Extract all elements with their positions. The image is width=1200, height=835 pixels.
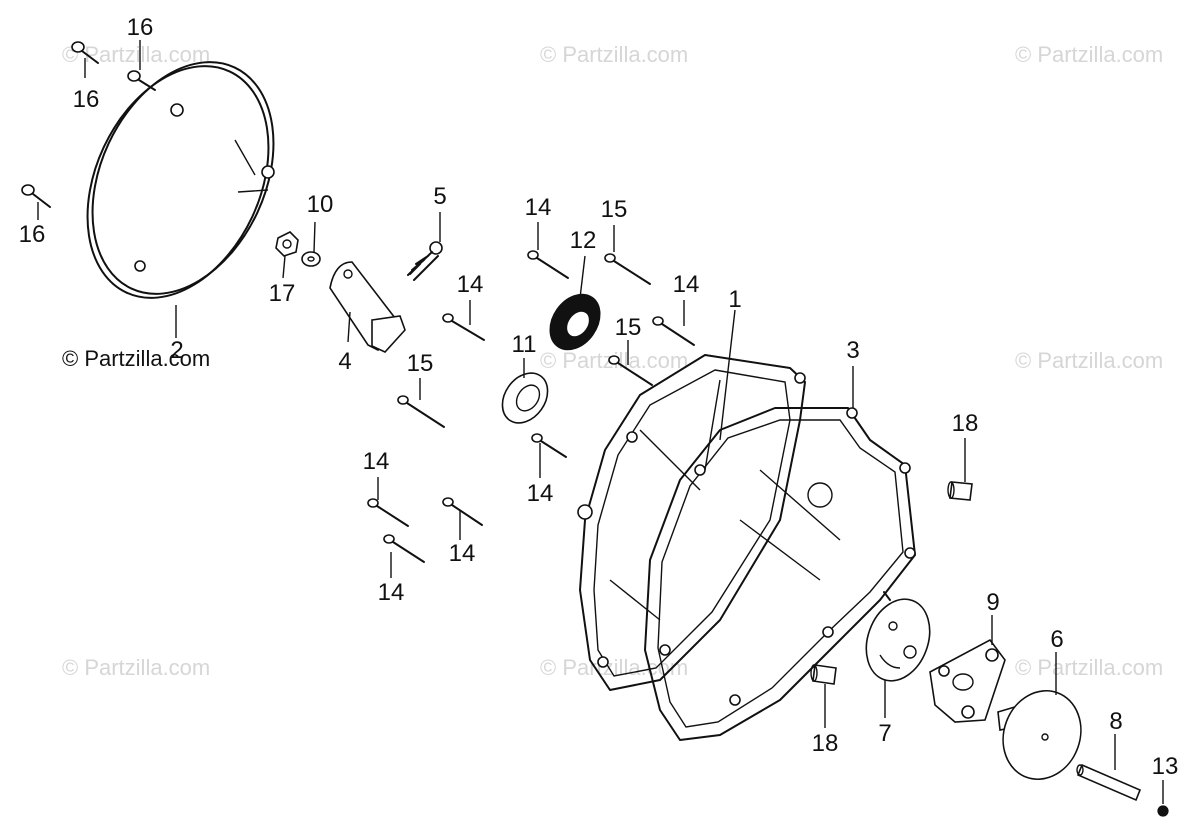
- callout-label: 14: [672, 271, 700, 298]
- screw-part: [21, 184, 51, 208]
- callout-label: 7: [878, 720, 892, 747]
- callout-label: 14: [377, 579, 405, 606]
- bolt-part: [383, 534, 425, 563]
- bolt-part: [527, 250, 569, 279]
- callout-label: 14: [448, 540, 476, 567]
- callout-label: 6: [1050, 626, 1064, 653]
- callout-label: 4: [338, 348, 352, 375]
- bolt-part: [367, 498, 409, 527]
- leader-lines: [37, 40, 1164, 804]
- callout-label: 18: [951, 410, 979, 437]
- gasket-part: [644, 407, 916, 741]
- callout-label: 14: [524, 194, 552, 221]
- callout-label: 3: [846, 337, 860, 364]
- dowel-pin-part: [947, 481, 973, 501]
- cap-part: [997, 689, 1082, 781]
- watermark: © Partzilla.com: [1015, 655, 1164, 680]
- bolt-part: [442, 313, 485, 341]
- bolt-part: [531, 433, 567, 458]
- oil-seal-part: [549, 293, 601, 351]
- callout-label: 16: [18, 221, 46, 248]
- callout-label: 16: [126, 14, 154, 41]
- dowel-pin-part: [810, 664, 837, 685]
- plate-part: [865, 591, 931, 682]
- callout-label: 5: [433, 183, 447, 210]
- watermark: © Partzilla.com: [540, 42, 689, 67]
- bolt-part: [397, 395, 445, 428]
- lever-arm-part: [329, 261, 406, 353]
- crankcase-cover-part: [577, 354, 806, 691]
- callout-label: 18: [811, 730, 839, 757]
- washer-part: [301, 251, 321, 267]
- callout-label: 15: [600, 196, 628, 223]
- watermark: © Partzilla.com: [1015, 42, 1164, 67]
- bolt-part: [652, 316, 695, 346]
- callout-label: 14: [526, 480, 554, 507]
- callout-label: 10: [306, 191, 334, 218]
- screw-part: [71, 41, 99, 64]
- pin-part: [1076, 763, 1142, 802]
- cover-plate-part: [86, 61, 275, 299]
- callout-label: 2: [170, 337, 184, 364]
- bolt-part: [604, 253, 651, 285]
- spring-part: [407, 241, 443, 281]
- bearing-part: [501, 372, 549, 424]
- bolt-part: [608, 355, 653, 386]
- callout-label: 13: [1151, 753, 1179, 780]
- callout-label: 14: [362, 448, 390, 475]
- bolt-part: [442, 497, 483, 526]
- callout-label: 11: [511, 331, 537, 358]
- callout-label: 12: [569, 227, 597, 254]
- callout-label: 1: [728, 286, 742, 313]
- callout-label: 9: [986, 589, 1000, 616]
- callout-label: 15: [614, 314, 642, 341]
- callout-label: 14: [456, 271, 484, 298]
- callout-label: 8: [1109, 708, 1123, 735]
- copyright-notice: © Partzilla.com: [62, 346, 211, 371]
- flange-part: [929, 638, 1006, 723]
- callout-label: 15: [406, 350, 434, 377]
- screw-part: [127, 70, 156, 91]
- nut-part: [275, 231, 299, 257]
- watermark: © Partzilla.com: [1015, 348, 1164, 373]
- watermark: © Partzilla.com: [62, 655, 211, 680]
- callout-label: 16: [72, 86, 100, 113]
- callout-label: 17: [268, 280, 296, 307]
- small-nut-part: [1157, 805, 1169, 817]
